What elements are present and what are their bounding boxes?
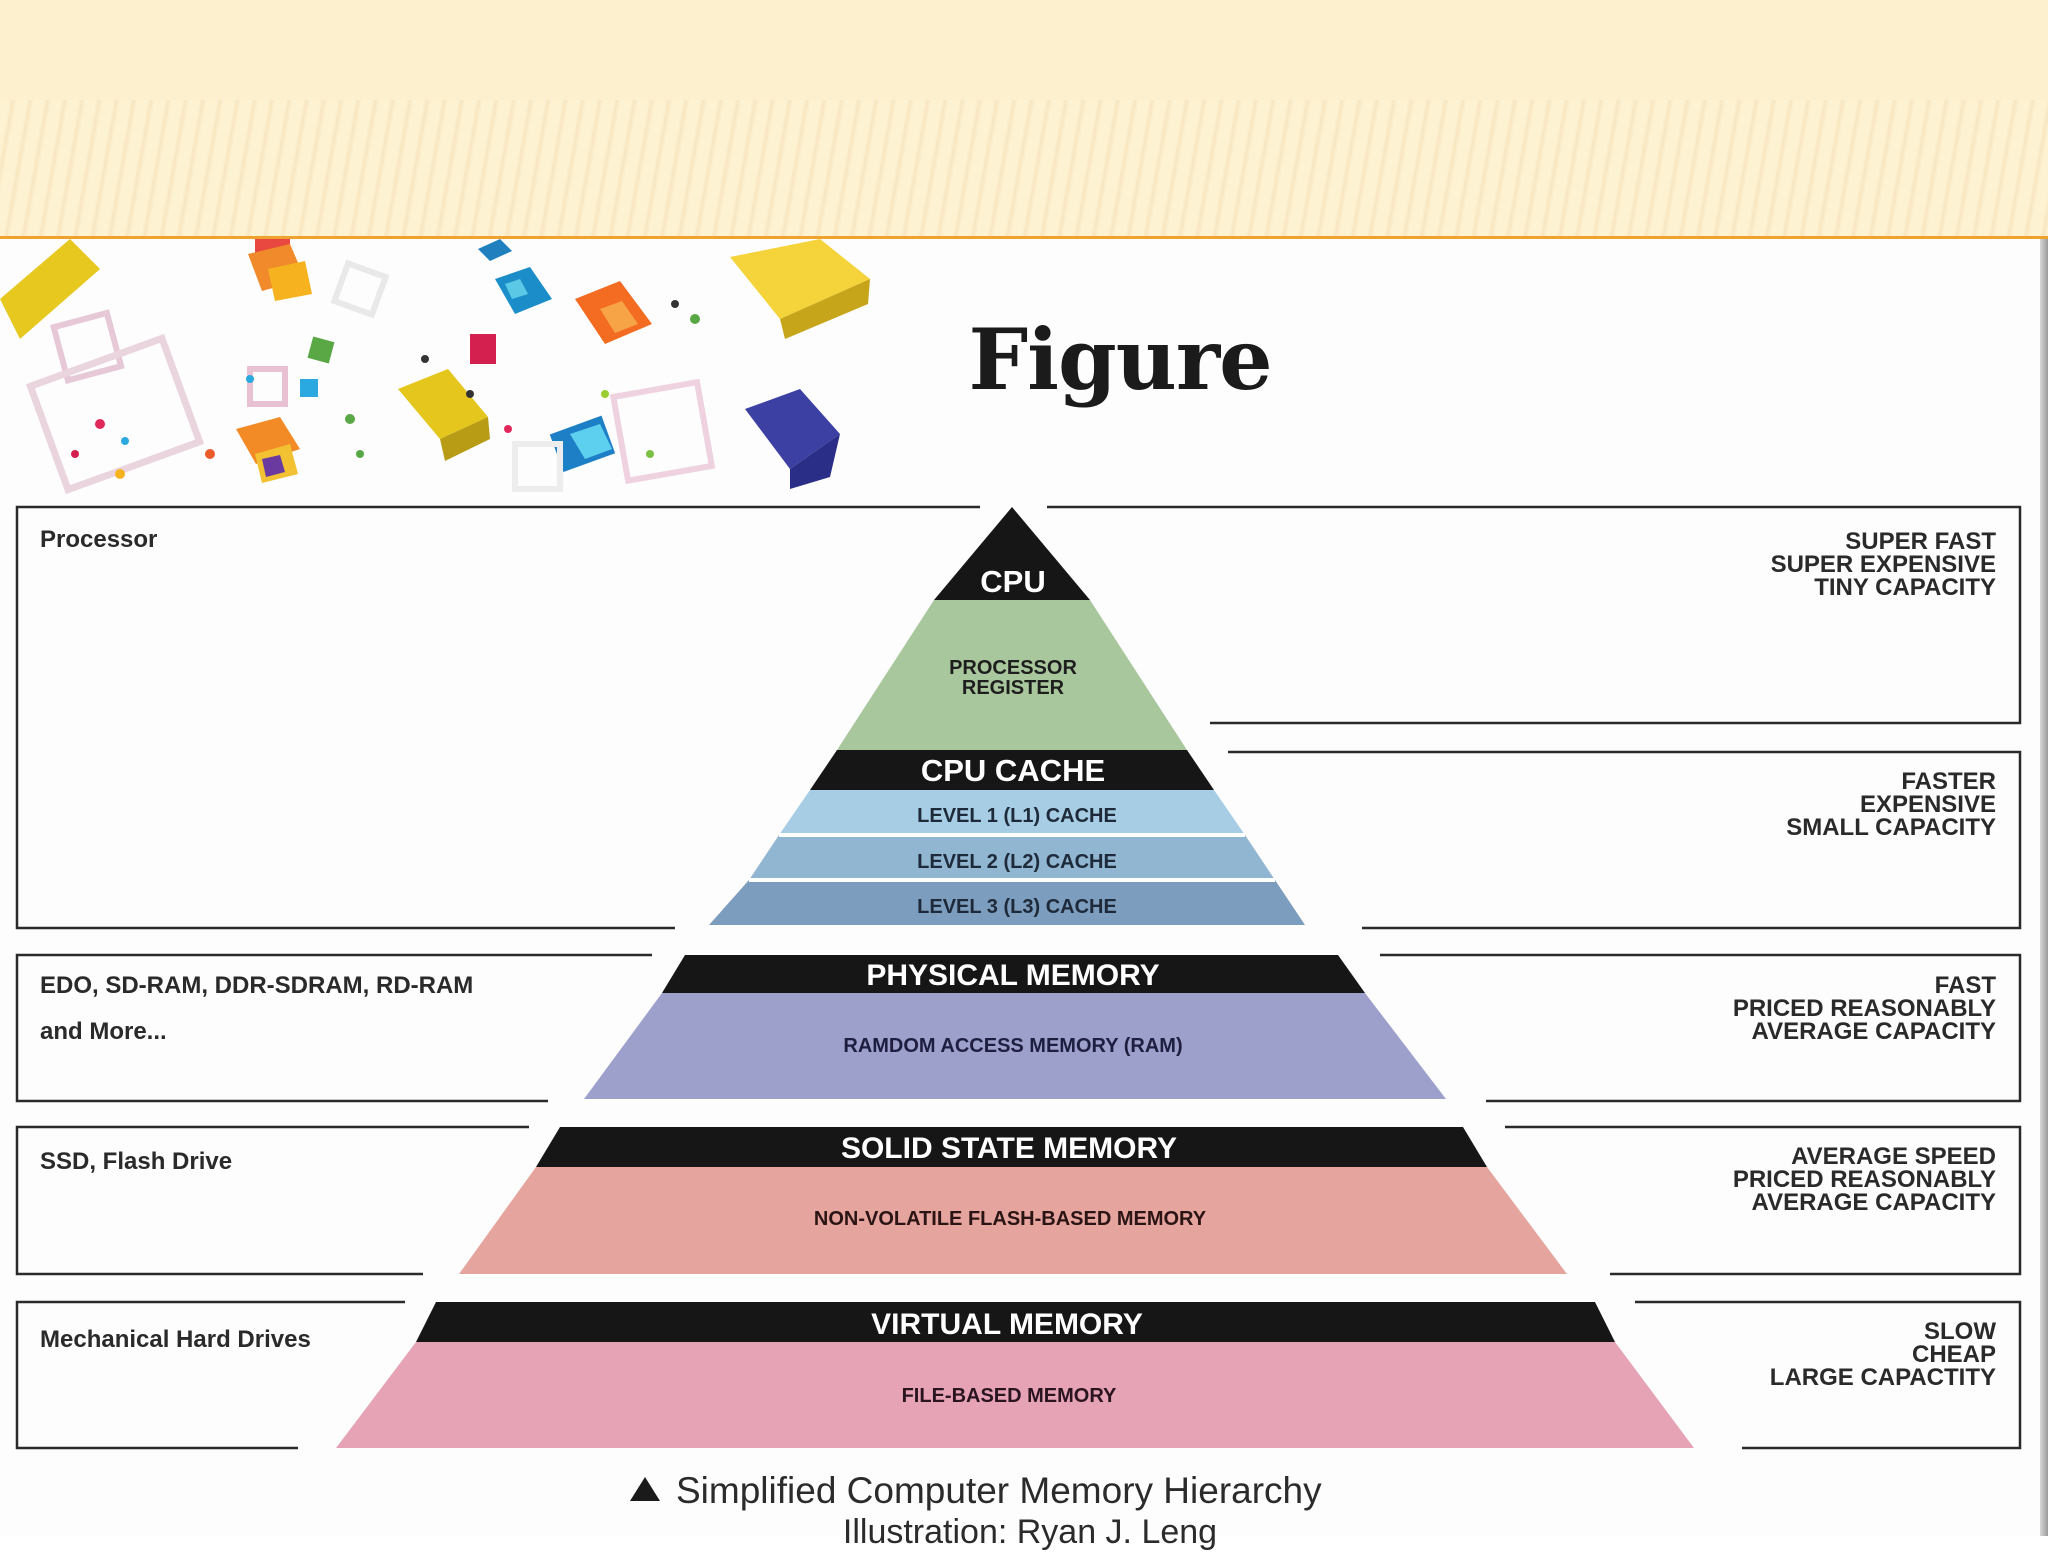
caption-text: Simplified Computer Memory Hierarchy: [676, 1470, 1322, 1511]
right-label-hdd: SLOW CHEAP LARGE CAPACTITY: [1596, 1318, 1996, 1391]
slide-right-edge: [2040, 239, 2048, 1536]
right-text: LARGE CAPACTITY: [1769, 1364, 1996, 1391]
solid-state-heading: SOLID STATE MEMORY: [841, 1132, 1177, 1165]
cpu-cache-heading: CPU CACHE: [921, 753, 1105, 788]
right-text: SMALL CAPACITY: [1786, 814, 1996, 841]
l2-cache-band: [749, 835, 1275, 880]
right-text: TINY CAPACITY: [1814, 574, 1996, 601]
left-box-ram: [15, 953, 652, 1103]
left-box-processor: [15, 505, 980, 930]
triangle-icon: [630, 1477, 660, 1501]
left-label-hdd: Mechanical Hard Drives: [40, 1326, 311, 1353]
right-box-cache: [1228, 750, 2022, 930]
flash-band: [459, 1167, 1567, 1274]
cpu-cache-band: [810, 750, 1214, 790]
right-text: CHEAP: [1911, 1341, 1996, 1368]
right-box-hdd: [1635, 1300, 2022, 1450]
l1-cache-label: LEVEL 1 (L1) CACHE: [917, 805, 1117, 827]
right-text: FASTER: [1901, 768, 1996, 795]
left-label-ram-types: EDO, SD-RAM, DDR-SDRAM, RD-RAM: [40, 972, 474, 999]
right-label-ssd: AVERAGE SPEED PRICED REASONABLY AVERAGE …: [1596, 1143, 1996, 1216]
figure-caption: Simplified Computer Memory Hierarchy: [630, 1470, 1430, 1512]
right-text: SUPER FAST: [1845, 528, 1996, 555]
right-text: SUPER EXPENSIVE: [1770, 551, 1996, 578]
figure-title: Figure: [968, 310, 1272, 409]
right-box-ssd: [1505, 1125, 2022, 1276]
right-box-ram: [1380, 953, 2022, 1103]
physical-memory-band: [662, 955, 1365, 993]
virtual-memory-heading: VIRTUAL MEMORY: [871, 1308, 1143, 1341]
flash-label: NON-VOLATILE FLASH-BASED MEMORY: [814, 1208, 1207, 1230]
l3-cache-label: LEVEL 3 (L3) CACHE: [917, 896, 1117, 918]
left-label-processor: Processor: [40, 526, 158, 553]
right-text: PRICED REASONABLY: [1732, 1166, 1996, 1193]
register-band: [837, 600, 1187, 750]
register-label-line1: PROCESSOR: [949, 657, 1077, 679]
right-text: AVERAGE CAPACITY: [1751, 1189, 1996, 1216]
left-box-ssd: [15, 1125, 529, 1276]
l2-cache-label: LEVEL 2 (L2) CACHE: [917, 851, 1117, 873]
right-label-ram: FAST PRICED REASONABLY AVERAGE CAPACITY: [1596, 972, 1996, 1045]
register-label-line2: REGISTER: [962, 677, 1065, 699]
right-text: SLOW: [1924, 1318, 1996, 1345]
left-label-ram-more: and More...: [40, 1018, 167, 1045]
right-text: AVERAGE SPEED: [1791, 1143, 1996, 1170]
l1-cache-band: [779, 790, 1245, 835]
file-memory-label: FILE-BASED MEMORY: [902, 1385, 1117, 1407]
solid-state-band: [536, 1127, 1487, 1167]
virtual-memory-band: [416, 1302, 1615, 1342]
decorative-cubes-graphic: [0, 239, 870, 495]
left-label-ssd: SSD, Flash Drive: [40, 1148, 233, 1175]
ram-band: [584, 993, 1446, 1099]
ram-label: RAMDOM ACCESS MEMORY (RAM): [843, 1035, 1182, 1057]
right-text: PRICED REASONABLY: [1732, 995, 1996, 1022]
right-text: FAST: [1934, 972, 1996, 999]
right-text: EXPENSIVE: [1859, 791, 1996, 818]
cpu-heading: CPU: [980, 564, 1045, 599]
right-text: AVERAGE CAPACITY: [1751, 1018, 1996, 1045]
left-box-hdd: [15, 1300, 405, 1450]
illustration-credit: Illustration: Ryan J. Leng: [842, 1513, 1218, 1551]
file-memory-band: [336, 1342, 1694, 1448]
physical-memory-heading: PHYSICAL MEMORY: [866, 959, 1159, 992]
right-label-cache: FASTER EXPENSIVE SMALL CAPACITY: [1596, 768, 1996, 841]
cpu-band: [934, 507, 1090, 600]
header-rule: [0, 236, 2048, 239]
right-box-cpu: [1047, 505, 2022, 725]
right-label-cpu: SUPER FAST SUPER EXPENSIVE TINY CAPACITY: [1596, 528, 1996, 601]
l3-cache-band: [709, 880, 1305, 925]
slide-header-band: [0, 0, 2048, 236]
